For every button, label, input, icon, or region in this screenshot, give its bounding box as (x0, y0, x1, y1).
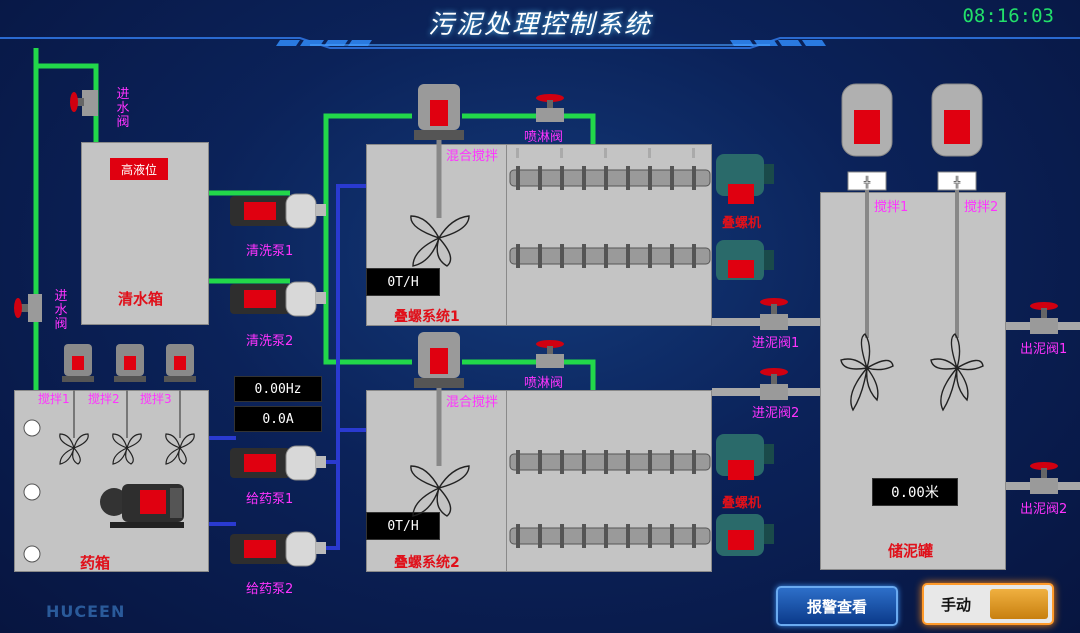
screw-system-2-mixer-label: 混合搅拌 (446, 395, 499, 410)
sludge-outlet-valve-1-label: 出泥阀1 (1020, 342, 1068, 357)
mode-toggle[interactable]: 手动 (922, 583, 1054, 625)
screw-system-2-graphics (410, 332, 711, 548)
mode-toggle-label: 手动 (940, 595, 971, 614)
screw-system-2-flow-display: 0T/H (366, 512, 440, 540)
screw-system-1-label: 叠螺系统1 (394, 309, 460, 325)
screw-system-1-graphics (410, 84, 711, 268)
screw-2-motors (716, 434, 774, 556)
sludge-inlet-valve-1-label: 进泥阀1 (752, 336, 800, 351)
sludge-inlet-valve-2[interactable] (752, 366, 796, 404)
spray-valve-2[interactable] (530, 338, 570, 372)
alarm-view-button[interactable]: 报警查看 (776, 586, 898, 626)
screw-machine-1-label: 叠螺机 (722, 216, 762, 231)
sludge-tank-label: 储泥罐 (888, 542, 934, 560)
inlet-valve-top[interactable] (64, 84, 104, 120)
wash-pump-1[interactable] (228, 188, 328, 234)
drug-mixer-3-label: 搅拌3 (140, 392, 172, 406)
clock-display: 08:16:03 (962, 5, 1054, 27)
screw-system-2-label: 叠螺系统2 (394, 555, 460, 571)
spray-valve-1[interactable] (530, 92, 570, 126)
spray-valve-1-label: 喷淋阀 (524, 130, 564, 145)
clean-water-tank-label: 清水箱 (118, 290, 164, 308)
drug-tank-label: 药箱 (80, 554, 111, 572)
inlet-valve-left-label: 进水阀 (54, 289, 68, 332)
dose-pump-1[interactable] (228, 440, 328, 486)
screw-system-1-mixer-label: 混合搅拌 (446, 149, 499, 164)
sludge-outlet-valve-2-label: 出泥阀2 (1020, 502, 1068, 517)
screw-1-motors (716, 154, 774, 280)
spray-valve-2-label: 喷淋阀 (524, 376, 564, 391)
screw-machine-2-label: 叠螺机 (722, 496, 762, 511)
svg-text:╬: ╬ (863, 175, 871, 189)
wash-pump-2[interactable] (228, 276, 328, 322)
sludge-mixer-2-label: 搅拌2 (964, 200, 999, 215)
svg-text:╬: ╬ (953, 175, 961, 189)
sludge-storage-tank (820, 192, 1006, 570)
wash-pump-1-label: 清洗泵1 (246, 244, 294, 259)
sludge-tank-mixers: ╬ ╬ (840, 83, 984, 412)
sludge-inlet-valve-1[interactable] (752, 296, 796, 334)
inlet-valve-top-label: 进水阀 (116, 87, 130, 130)
screw-system-1-flow-display: 0T/H (366, 268, 440, 296)
sludge-inlet-valve-2-label: 进泥阀2 (752, 406, 800, 421)
wash-pump-2-label: 清洗泵2 (246, 334, 294, 349)
dosing-current-display: 0.0A (234, 406, 322, 432)
brand-logo: HUCEEN (46, 602, 126, 621)
header-decoration (0, 37, 1080, 49)
mode-toggle-knob (990, 589, 1048, 619)
dose-pump-1-label: 给药泵1 (246, 492, 294, 507)
drug-mixer-1-label: 搅拌1 (38, 392, 70, 406)
page-title: 污泥处理控制系统 (427, 10, 652, 40)
sludge-outlet-valve-1[interactable] (1022, 300, 1066, 338)
high-level-indicator: 高液位 (110, 158, 168, 180)
dose-pump-2[interactable] (228, 526, 328, 572)
drug-mixer-motors (62, 344, 196, 382)
sludge-level-display: 0.00米 (872, 478, 958, 506)
dosing-frequency-display: 0.00Hz (234, 376, 322, 402)
drug-tank-internals (23, 390, 195, 563)
drug-tank (14, 390, 209, 572)
sludge-outlet-valve-2[interactable] (1022, 460, 1066, 498)
sludge-mixer-1-label: 搅拌1 (874, 200, 909, 215)
drug-mixer-2-label: 搅拌2 (88, 392, 120, 406)
inlet-valve-left[interactable] (8, 290, 48, 326)
dose-pump-2-label: 给药泵2 (246, 582, 294, 597)
